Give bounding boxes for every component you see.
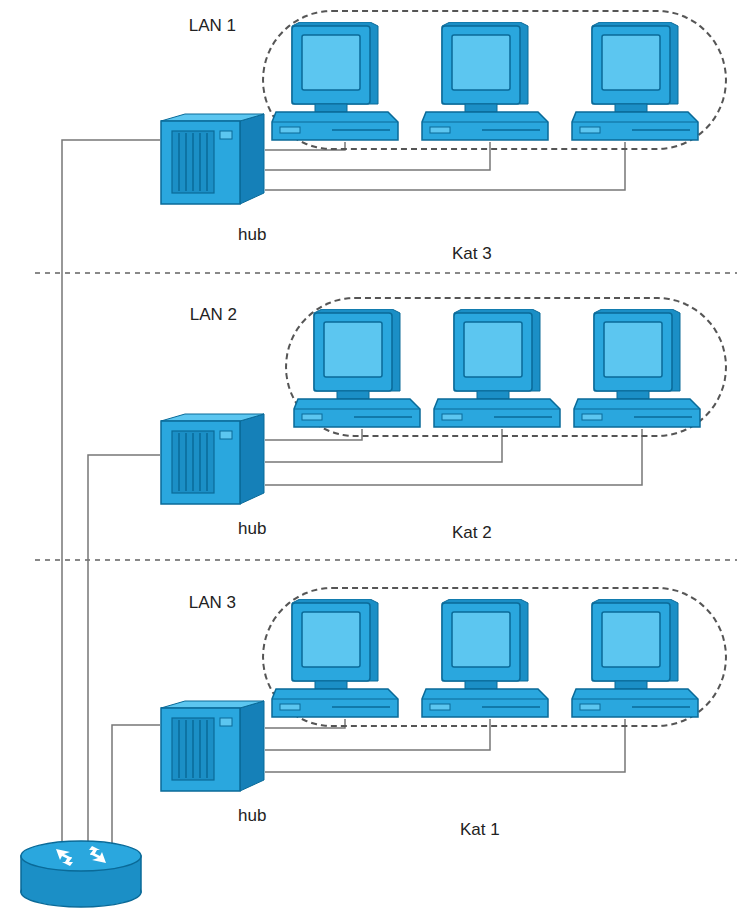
hub-symbol [160, 413, 265, 505]
hub-box: hub [160, 113, 265, 205]
lan-label: LAN 3 [189, 593, 236, 613]
computer-group [264, 589, 694, 729]
hub-symbol [160, 700, 265, 792]
floor-label-holder: Kat 3 [452, 244, 492, 264]
hub-label: hub [238, 519, 266, 539]
lan-region: LAN 1 [262, 10, 727, 150]
computer-group [287, 299, 717, 439]
floor-label: Kat 3 [452, 244, 492, 264]
lan-label: LAN 2 [190, 305, 237, 325]
router-symbol [21, 841, 141, 907]
floor-divider [35, 272, 737, 274]
hub-label: hub [238, 225, 266, 245]
floor-label: Kat 2 [452, 523, 492, 543]
hub-symbol [160, 113, 265, 205]
floor-label-holder: Kat 1 [460, 820, 500, 840]
floor-label: Kat 1 [460, 820, 500, 840]
lan-label: LAN 1 [189, 16, 236, 36]
hub-box: hub [160, 700, 265, 792]
floor-divider [35, 559, 737, 561]
lan-region: LAN 3 [262, 587, 727, 727]
floor-label-holder: Kat 2 [452, 523, 492, 543]
lan-cable [265, 142, 642, 772]
hub-box: hub [160, 413, 265, 505]
hub-label: hub [238, 806, 266, 826]
computer-group [264, 12, 694, 152]
lan-region: LAN 2 [285, 297, 727, 437]
uplink-cable [62, 140, 160, 852]
